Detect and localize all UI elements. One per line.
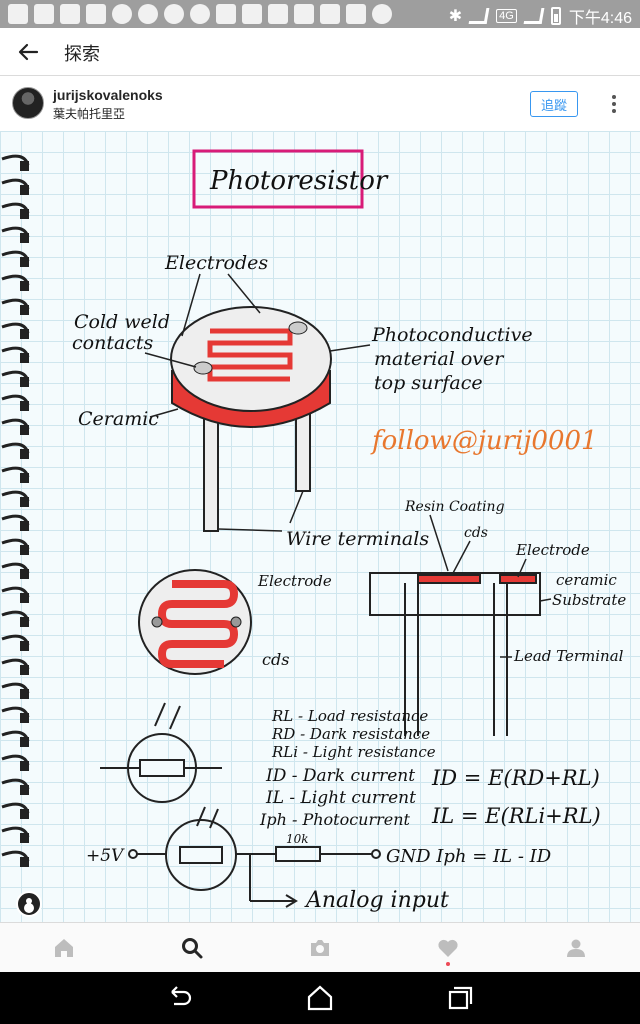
system-nav — [0, 972, 640, 1024]
label-analog-input: Analog input — [304, 888, 449, 913]
top-view-illustration — [138, 569, 252, 675]
label-cold-weld: Cold weld — [74, 311, 170, 333]
equation-photocurrent: GND Iph = IL - ID — [386, 846, 552, 867]
label-rl: RL - Load resistance — [271, 707, 428, 725]
label-cds-section: cds — [464, 525, 488, 541]
label-ceramic: Ceramic — [78, 408, 159, 430]
chrome-icon — [164, 4, 184, 24]
chrome-icon — [138, 4, 158, 24]
notebook-drawing: Photoresistor Electrodes Cold weld conta… — [1, 149, 626, 913]
home-icon — [307, 985, 333, 1011]
youtube-icon — [294, 4, 314, 24]
label-electrodes: Electrodes — [164, 252, 268, 274]
label-electrode-section: Electrode — [515, 541, 590, 559]
system-status: ✱ 4G 下午4:46 — [449, 4, 632, 28]
tools-icon — [86, 4, 106, 24]
label-id: ID - Dark current — [265, 766, 415, 786]
label-resin-coating: Resin Coating — [404, 499, 505, 515]
user-tag-icon[interactable] — [16, 891, 42, 917]
label-10k: 10k — [286, 832, 309, 846]
home-icon — [55, 938, 73, 957]
search-icon — [182, 937, 203, 958]
label-il: IL - Light current — [265, 788, 416, 808]
label-photoconductive: Photoconductive — [371, 324, 533, 346]
label-rli: RLi - Light resistance — [271, 743, 436, 761]
label-lead-terminal: Lead Terminal — [513, 647, 624, 665]
label-wire-terminals: Wire terminals — [286, 528, 429, 550]
recents-icon — [448, 986, 473, 1010]
image-icon — [60, 4, 80, 24]
system-back-button[interactable] — [160, 978, 200, 1018]
label-electrode: Electrode — [257, 572, 332, 590]
youtube-icon — [242, 4, 262, 24]
nav-profile[interactable] — [512, 923, 640, 972]
back-button[interactable] — [12, 36, 44, 68]
nav-home[interactable] — [0, 923, 128, 972]
label-ceramic-section: ceramic — [556, 571, 617, 589]
network-badge: 4G — [496, 9, 517, 23]
battery-icon — [550, 7, 561, 25]
heart-icon — [438, 939, 458, 957]
username-link[interactable]: jurijskovalenoks — [53, 87, 163, 103]
back-icon — [171, 986, 192, 1006]
avatar[interactable] — [12, 87, 44, 119]
post-header: jurijskovalenoks 葉夫帕托里亞 追蹤 — [0, 77, 640, 131]
nav-search[interactable] — [128, 923, 256, 972]
label-substrate: Substrate — [552, 591, 626, 609]
bottom-nav — [0, 922, 640, 972]
profile-icon — [567, 939, 585, 957]
arrow-left-icon — [18, 43, 39, 61]
wifi-icon — [468, 8, 490, 24]
circuit-diagram — [128, 806, 381, 908]
instagram-icon — [216, 4, 236, 24]
notification-icons — [8, 4, 392, 24]
system-recents-button[interactable] — [440, 978, 480, 1018]
page-title: 探索 — [64, 44, 100, 64]
label-cds: cds — [262, 650, 289, 669]
label-top-surface: top surface — [374, 372, 483, 394]
notification-dot — [446, 962, 450, 966]
label-plus5v: +5V — [86, 846, 125, 866]
nav-activity[interactable] — [384, 923, 512, 972]
cross-section-illustration — [369, 572, 541, 736]
youtube-icon — [346, 4, 366, 24]
photoresistor-symbol — [100, 702, 222, 803]
clock: 下午4:46 — [568, 10, 632, 27]
equation-light-current: IL = E(RLi+RL) — [431, 804, 601, 828]
photoresistor-illustration — [170, 306, 332, 532]
bluetooth-icon: ✱ — [448, 8, 463, 25]
notebook-title: Photoresistor — [209, 166, 389, 196]
notification-icon — [8, 4, 28, 24]
label-iph: Iph - Photocurrent — [259, 810, 411, 829]
nav-camera[interactable] — [256, 923, 384, 972]
youtube-icon — [268, 4, 288, 24]
follow-button[interactable]: 追蹤 — [530, 91, 578, 117]
equation-dark-current: ID = E(RD+RL) — [431, 766, 600, 790]
location-link[interactable]: 葉夫帕托里亞 — [53, 107, 126, 121]
chrome-icon — [190, 4, 210, 24]
chrome-icon — [372, 4, 392, 24]
more-vertical-icon — [612, 95, 616, 99]
label-rd: RD - Dark resistance — [271, 725, 430, 743]
youtube-icon — [320, 4, 340, 24]
more-options-button[interactable] — [606, 91, 622, 117]
watermark-text: follow@jurij0001 — [370, 426, 598, 456]
camera-icon — [311, 939, 329, 956]
label-material-over: material over — [374, 348, 505, 370]
system-home-button[interactable] — [300, 978, 340, 1018]
image-icon — [34, 4, 54, 24]
status-bar: ✱ 4G 下午4:46 — [0, 0, 640, 28]
signal-icon — [523, 8, 545, 24]
app-bar: 探索 — [0, 28, 640, 76]
post-image[interactable]: Photoresistor Electrodes Cold weld conta… — [0, 131, 640, 922]
chrome-icon — [112, 4, 132, 24]
label-contacts: contacts — [72, 332, 154, 354]
